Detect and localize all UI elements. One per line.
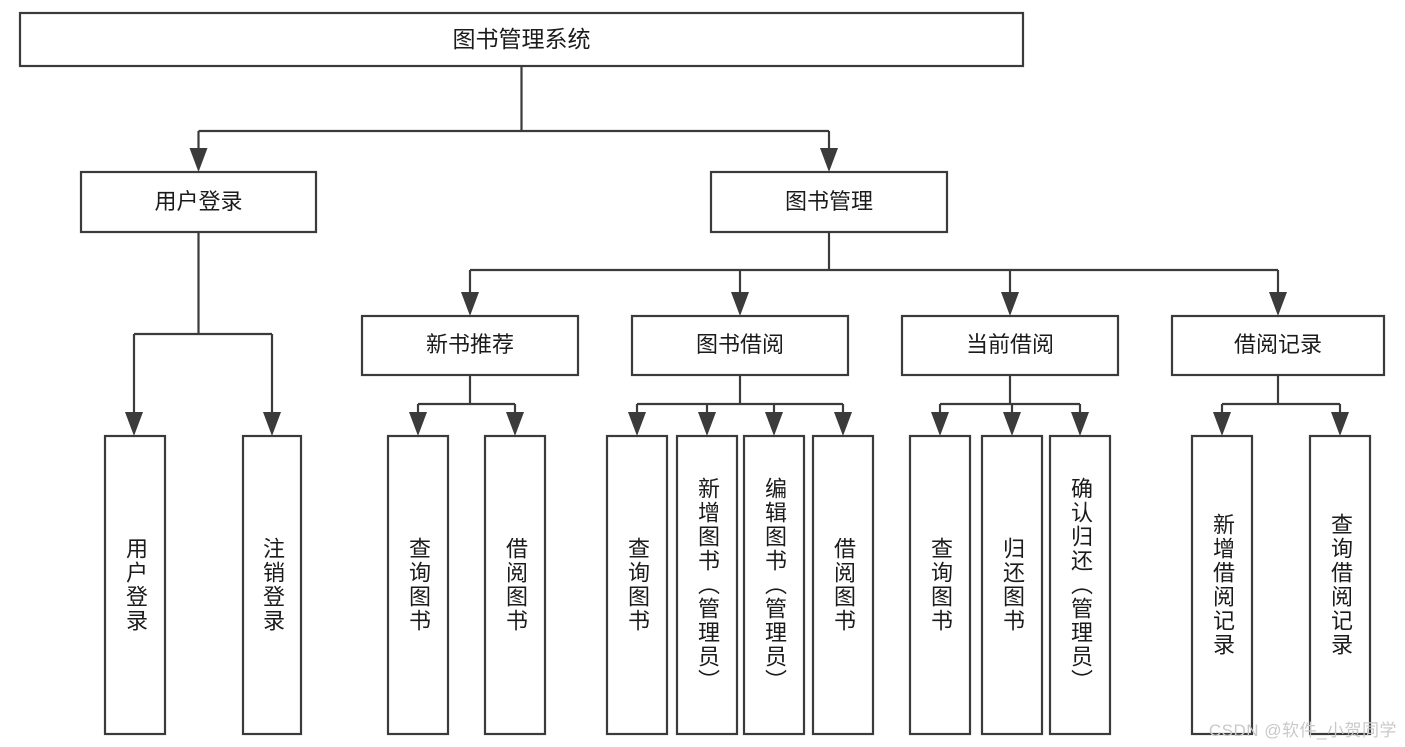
connectors-userlogin-leaves [125, 232, 281, 436]
node-new-book-rec-label: 新书推荐 [426, 332, 514, 357]
arrow-head-leaf-query-book-bor [628, 412, 646, 436]
leaf-borrow-book-bor-box[interactable] [811, 434, 875, 736]
node-root-label: 图书管理系统 [453, 26, 591, 52]
node-book-borrow-box[interactable] [630, 314, 850, 377]
connectors-bookmanage-level3 [461, 232, 1287, 316]
arrow-head-borrow-record [1269, 292, 1287, 316]
node-new-book-rec[interactable]: 新书推荐 [360, 314, 580, 377]
leaf-add-record-box[interactable] [1190, 434, 1254, 736]
node-user-login-box[interactable] [79, 170, 318, 234]
connectors-currentborrow-leaves [931, 375, 1089, 436]
node-borrow-record-box[interactable] [1170, 314, 1386, 377]
node-root[interactable]: 图书管理系统 [18, 11, 1025, 68]
arrow-head-leaf-add-record [1213, 412, 1231, 436]
connectors-root-level2 [189, 66, 838, 172]
leaf-user-login-box[interactable] [103, 434, 167, 736]
arrow-head-leaf-query-book-cur [931, 412, 949, 436]
arrow-head-leaf-query-book-rec [409, 412, 427, 436]
leaf-add-book-box[interactable] [675, 434, 739, 736]
leaf-borrow-book-rec-box[interactable] [483, 434, 547, 736]
leaf-query-record-box[interactable] [1308, 434, 1372, 736]
arrow-head-book-manage [820, 148, 838, 172]
arrow-head-leaf-add-book [698, 412, 716, 436]
node-current-borrow-label: 当前借阅 [966, 332, 1054, 357]
node-root-box[interactable] [18, 11, 1025, 68]
arrow-head-leaf-return-book [1003, 412, 1021, 436]
connectors-newbook-leaves [409, 375, 524, 436]
arrow-head-leaf-logout [263, 412, 281, 436]
arrow-head-leaf-borrow-book-rec [506, 412, 524, 436]
connectors-borrowrecord-leaves [1213, 375, 1349, 436]
leaf-return-book-box[interactable] [980, 434, 1044, 736]
node-new-book-rec-box[interactable] [360, 314, 580, 377]
arrow-head-leaf-user-login [125, 412, 143, 436]
leaf-confirm-return-box[interactable] [1048, 434, 1112, 736]
leaf-query-book-cur-box[interactable] [908, 434, 972, 736]
node-user-login[interactable]: 用户登录 [79, 170, 318, 234]
node-user-login-label: 用户登录 [154, 189, 242, 214]
watermark: CSDN @软件_小贺同学 [1208, 721, 1397, 740]
arrow-head-new-book-rec [461, 292, 479, 316]
arrow-head-book-borrow [731, 292, 749, 316]
node-book-manage-label: 图书管理 [785, 189, 873, 214]
leaf-boxes [103, 434, 1372, 736]
arrow-head-current-borrow [1001, 292, 1019, 316]
node-book-borrow[interactable]: 图书借阅 [630, 314, 850, 377]
leaf-query-book-rec-box[interactable] [386, 434, 450, 736]
leaf-logout-box[interactable] [241, 434, 303, 736]
node-borrow-record-label: 借阅记录 [1234, 332, 1322, 357]
node-book-manage[interactable]: 图书管理 [709, 170, 949, 234]
arrow-head-leaf-borrow-book-bor [834, 412, 852, 436]
arrow-head-leaf-confirm-return [1071, 412, 1089, 436]
node-borrow-record[interactable]: 借阅记录 [1170, 314, 1386, 377]
node-current-borrow-box[interactable] [900, 314, 1120, 377]
leaf-edit-book-box[interactable] [742, 434, 806, 736]
leaf-query-book-bor-box[interactable] [605, 434, 669, 736]
node-book-manage-box[interactable] [709, 170, 949, 234]
arrow-head-user-login [189, 148, 208, 172]
arrow-head-leaf-query-record [1331, 412, 1349, 436]
arrow-head-leaf-edit-book [765, 412, 783, 436]
connectors-bookborrow-leaves [628, 375, 852, 436]
node-book-borrow-label: 图书借阅 [696, 332, 784, 357]
node-current-borrow[interactable]: 当前借阅 [900, 314, 1120, 377]
